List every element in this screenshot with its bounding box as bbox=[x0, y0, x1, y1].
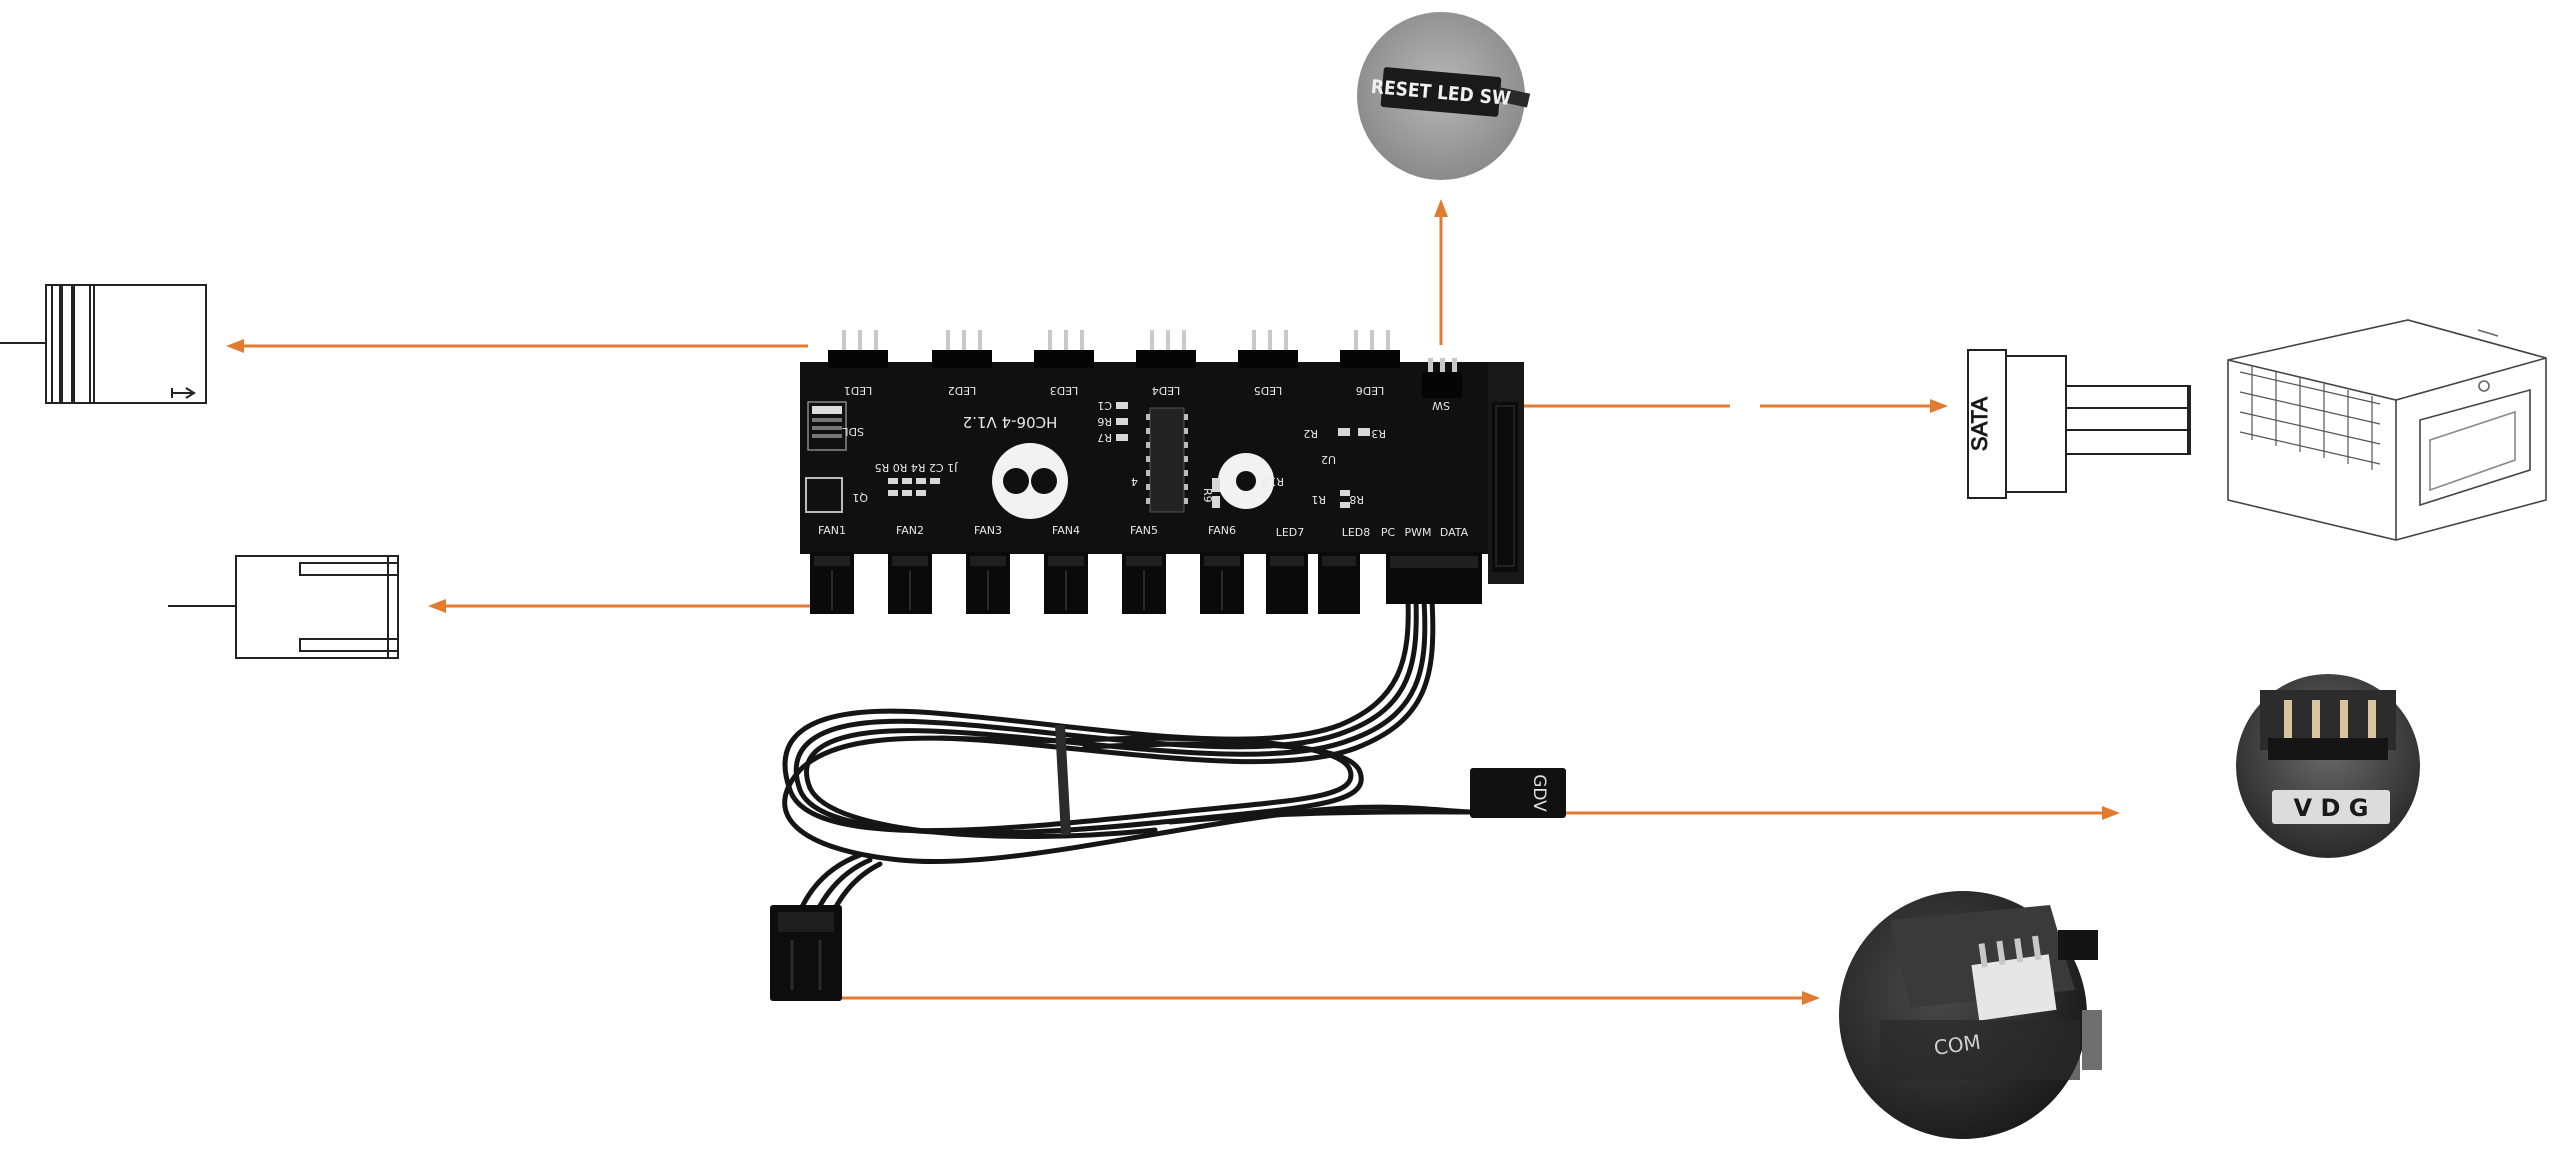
part-r10: R10 bbox=[1262, 475, 1284, 488]
fan-header-3: FAN3 bbox=[966, 524, 1010, 614]
fan-label: FAN3 bbox=[974, 524, 1002, 537]
smd-components bbox=[888, 402, 1370, 508]
fan-label: FAN2 bbox=[896, 524, 924, 537]
fan-label: FAN6 bbox=[1208, 524, 1236, 537]
led-top-label: LED1 bbox=[844, 384, 873, 397]
right-label: DATA bbox=[1440, 526, 1469, 539]
cable-bundle bbox=[782, 597, 1479, 943]
fan-headers: FAN1 FAN2 FAN3 FAN4 FAN5 FAN6 bbox=[810, 524, 1244, 614]
led-header-5: LED5 bbox=[1238, 330, 1298, 397]
sw-label: SW bbox=[1432, 399, 1450, 412]
psu-port-grid bbox=[2239, 366, 2381, 470]
part-r8: R8 bbox=[1349, 493, 1364, 506]
part-j1: J1 C2 R4 R0 R5 bbox=[875, 461, 959, 474]
fan-header-4: FAN4 bbox=[1044, 524, 1088, 614]
led-header-4: LED4 bbox=[1136, 330, 1196, 397]
arrow-to-led-connector bbox=[226, 339, 808, 353]
gdv-label: GDV bbox=[1529, 774, 1549, 812]
part-c1: C1 bbox=[1097, 399, 1112, 412]
part-r1: R1 bbox=[1311, 493, 1326, 506]
mounting-hole-left bbox=[992, 443, 1068, 519]
power-supply-icon bbox=[2227, 319, 2547, 541]
led-top-label: LED2 bbox=[948, 384, 977, 397]
fan-header-5: FAN5 bbox=[1122, 524, 1166, 614]
part-r6: R6 bbox=[1097, 415, 1112, 428]
part-r3: R3 bbox=[1371, 427, 1386, 440]
ic-pins bbox=[1146, 414, 1188, 504]
gdv-connector: GDV bbox=[1470, 768, 1566, 818]
arrow-to-fan-connector bbox=[428, 599, 832, 613]
top-led-headers: LED1 LED2 LED3 LED4 LED5 LED6 bbox=[828, 330, 1400, 397]
led-header-3: LED3 bbox=[1034, 330, 1094, 397]
motherboard-photo: COM bbox=[1839, 891, 2102, 1139]
sata-label: SATA bbox=[1967, 397, 1992, 452]
arrow-to-vdg-header bbox=[1566, 806, 2120, 820]
fan-header-1: FAN1 bbox=[810, 524, 854, 614]
fan-label: FAN1 bbox=[818, 524, 846, 537]
led-header-2: LED2 bbox=[932, 330, 992, 397]
part-labels: C1 R6 R7 J1 C2 R4 R0 R5 Q1 R2 R3 U2 R9 R… bbox=[852, 399, 1386, 506]
fan-header-2: FAN2 bbox=[888, 524, 932, 614]
sata-connector-icon: SATA bbox=[1967, 349, 2191, 499]
reset-led-sw-photo: RESET LED SW bbox=[1357, 12, 1531, 180]
part-4: 4 bbox=[1131, 475, 1138, 488]
led-header-1: LED1 bbox=[828, 330, 888, 397]
right-label: LED7 bbox=[1276, 526, 1305, 539]
argb-connector-icon bbox=[0, 284, 207, 404]
led-top-label: LED5 bbox=[1254, 384, 1283, 397]
right-label: PC bbox=[1381, 526, 1396, 539]
fan-label: FAN5 bbox=[1130, 524, 1158, 537]
header-pins bbox=[2284, 700, 2376, 740]
right-label: PWM bbox=[1404, 526, 1431, 539]
vdg-label: V D G bbox=[2294, 794, 2369, 822]
arrow-to-sata bbox=[1508, 399, 1948, 413]
vdg-header-photo: V D G bbox=[2236, 674, 2420, 858]
part-q1: Q1 bbox=[852, 491, 868, 504]
board-model: HC06-4 V1.2 bbox=[963, 413, 1058, 431]
fan-header-6: FAN6 bbox=[1200, 524, 1244, 614]
right-label: LED8 bbox=[1342, 526, 1371, 539]
connection-arrows bbox=[226, 199, 2120, 1005]
fan-hub-board: SW LED1 LED2 LED3 LED4 LED5 LED6 FAN1 FAN2 FAN3… bbox=[800, 330, 1524, 614]
led-header-6: LED6 bbox=[1340, 330, 1400, 397]
right-connector-block bbox=[1266, 552, 1482, 614]
part-r9: R9 bbox=[1201, 488, 1214, 503]
part-r2: R2 bbox=[1303, 427, 1318, 440]
led-top-label: LED4 bbox=[1152, 384, 1181, 397]
led-top-label: LED3 bbox=[1050, 384, 1079, 397]
part-u2: U2 bbox=[1321, 453, 1336, 466]
arrow-to-motherboard bbox=[840, 991, 1820, 1005]
cable-tie bbox=[1055, 724, 1071, 836]
led-top-label: LED6 bbox=[1356, 384, 1385, 397]
fan-connector-icon bbox=[168, 555, 399, 659]
arrow-to-reset-sw bbox=[1434, 199, 1448, 345]
argb-female-connector bbox=[770, 905, 842, 1001]
sd-label: SDL bbox=[842, 425, 864, 438]
fan-label: FAN4 bbox=[1052, 524, 1080, 537]
part-r7: R7 bbox=[1097, 431, 1112, 444]
mounting-hole-right bbox=[1218, 453, 1274, 509]
mb-header-pins bbox=[1978, 935, 2042, 968]
right-connector-labels: LED7 LED8 PC PWM DATA bbox=[1276, 526, 1469, 539]
